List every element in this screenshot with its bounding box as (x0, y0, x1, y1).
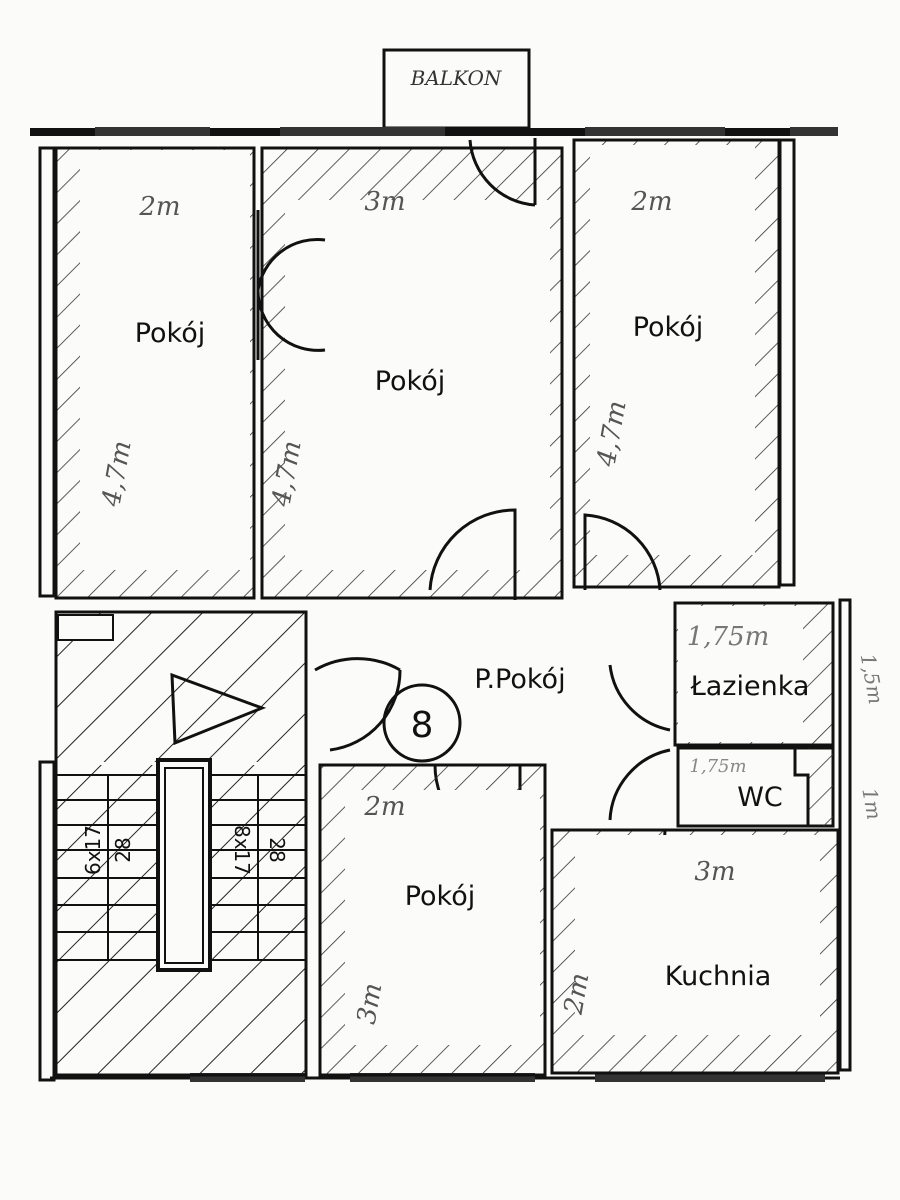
balcony: BALKON (382, 48, 531, 130)
room-label: Łazienka (690, 671, 810, 702)
dimension-label: 3m (364, 187, 405, 217)
room-label: Pokój (375, 366, 446, 397)
room-label: Kuchnia (665, 961, 772, 992)
dimension-label: 3m (352, 981, 389, 1027)
dimension-label: 2m (363, 792, 405, 822)
apartment-number-circle (382, 683, 462, 763)
room-bottom: Pokój 2m 3m (318, 763, 547, 1077)
staircase: 6x17 28 8x17 28 (54, 610, 308, 1077)
room-top-left: Pokój 2m 4,7m (54, 146, 256, 600)
dimension-label: 1,5m (856, 652, 888, 706)
room-label: WC (737, 782, 783, 813)
room-label: P.Pokój (474, 664, 565, 695)
arrow-up-icon (170, 672, 267, 746)
room-wc: WC 1,75m 1m (676, 746, 886, 828)
dimension-label: 1,75m (689, 756, 746, 777)
dimension-label: 2m (630, 187, 672, 217)
stair-label: 8x17 (230, 825, 254, 875)
room-kitchen: Kuchnia 3m 2m (550, 828, 840, 1075)
room-label: Pokój (405, 881, 476, 912)
dimension-label: 2m (138, 192, 180, 222)
room-label: Pokój (135, 318, 206, 349)
apartment-number: 8 (411, 705, 434, 746)
stair-label: 28 (265, 837, 289, 862)
dimension-label: 2m (559, 971, 596, 1018)
dimension-label: 1m (857, 786, 886, 821)
dimension-label: 3m (694, 857, 735, 887)
hallway: P.Pokój 8 (314, 508, 671, 902)
balcony-label: BALKON (410, 66, 503, 90)
room-top-right: Pokój 2m 4,7m (572, 138, 781, 589)
room-top-center: Pokój 3m 4,7m (256, 138, 564, 600)
outer-walls (30, 127, 852, 1082)
dimension-label: 1,75m (687, 622, 770, 652)
room-bathroom: Łazienka 1,75m 1,5m (673, 601, 888, 747)
stair-label: 28 (111, 837, 135, 862)
room-label: Pokój (633, 312, 704, 343)
stair-label: 6x17 (81, 825, 105, 875)
